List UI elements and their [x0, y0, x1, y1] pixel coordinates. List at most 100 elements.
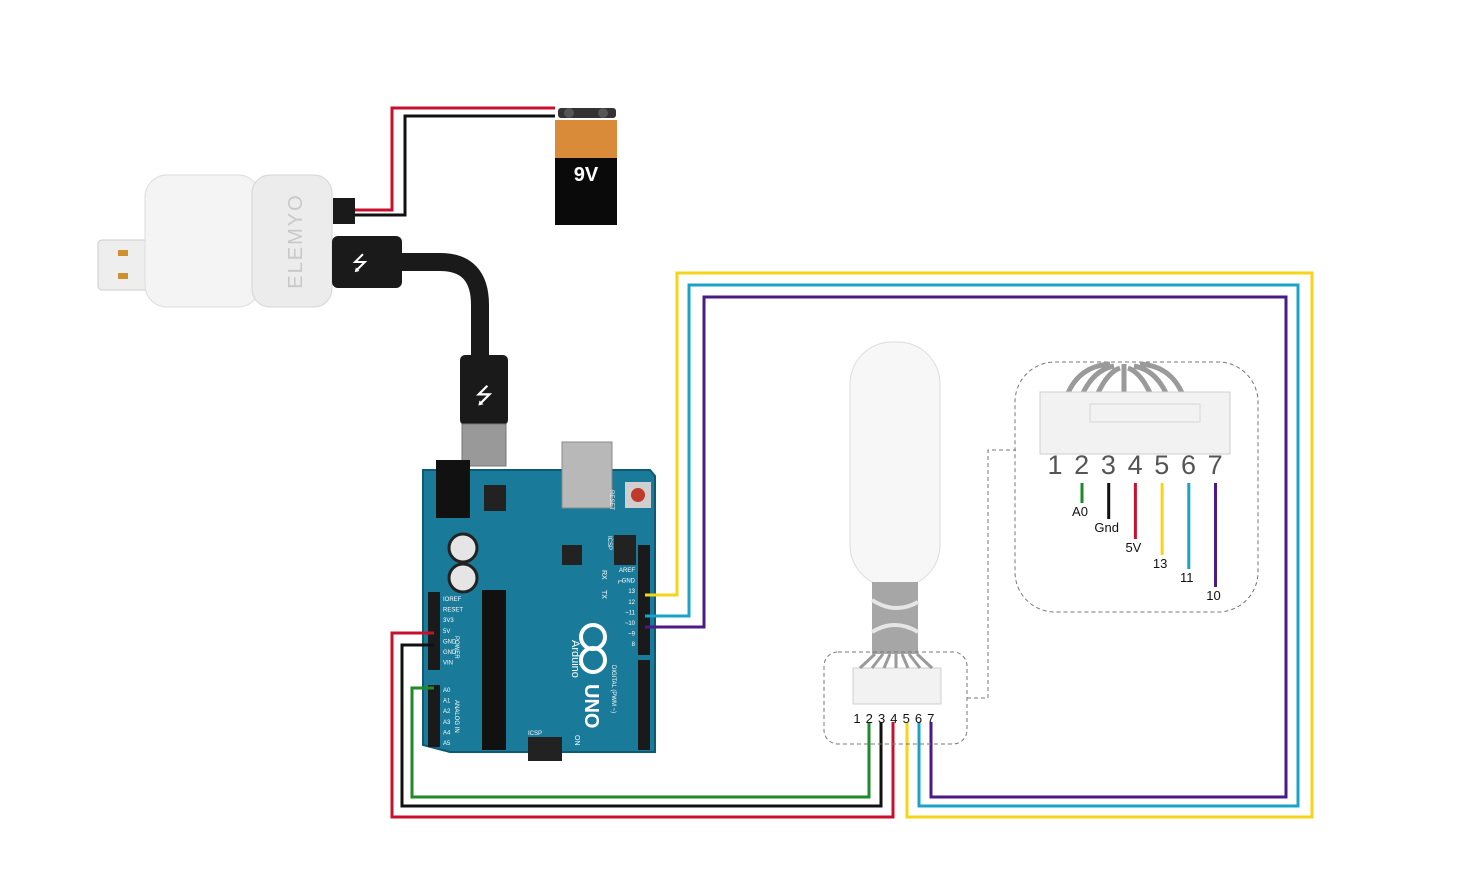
- dongle-brand: ELEMYO: [285, 193, 307, 288]
- connector-housing: [852, 667, 942, 705]
- analog-group-label: ANALOG IN: [453, 700, 459, 733]
- pinout-pin-number: 2: [1074, 450, 1089, 480]
- connector-pin-number: 4: [890, 711, 897, 726]
- connector-pin-number: 7: [927, 711, 934, 726]
- usb-b-icon: ⭍: [475, 384, 493, 409]
- tx-label: TX: [600, 590, 607, 599]
- power-pin-label: 3V3: [443, 618, 454, 624]
- analog-pin-label: A5: [443, 741, 451, 747]
- usb-b-connector: ⭍: [460, 355, 508, 467]
- battery-label: 9V: [574, 164, 599, 186]
- pinout-assignment-label: 10: [1206, 588, 1220, 603]
- arduino-model: UNO: [580, 684, 602, 728]
- pinout-callout-box: [1014, 361, 1259, 613]
- capacitor-1: [447, 532, 479, 564]
- sensor-body: [849, 341, 941, 588]
- icsp2-label: ICSP: [606, 536, 612, 550]
- usb-chip: [562, 545, 582, 565]
- power-pin-label: RESET: [443, 608, 463, 614]
- pinout-pin-number: 7: [1208, 450, 1223, 480]
- sensor-cable: [872, 582, 918, 654]
- reset-label: RESET: [608, 490, 614, 510]
- connector-leads: [858, 652, 934, 670]
- battery-jack: [333, 198, 355, 224]
- usb-contact-2: [118, 273, 128, 279]
- digital-pin-label: 8: [632, 642, 636, 648]
- battery-red-lead: [345, 106, 555, 212]
- digital-pin-label: AREF: [619, 568, 635, 574]
- icsp-header: [528, 737, 562, 761]
- pinout-pin-number: 1: [1047, 450, 1062, 480]
- wire-purple-10: [645, 295, 1288, 799]
- icsp-label: ICSP: [528, 731, 542, 737]
- usb-icon: ⭍: [352, 251, 369, 275]
- power-pin-label: GND: [443, 639, 457, 645]
- reset-button: [631, 488, 645, 502]
- wire-black-gnd: [400, 643, 883, 808]
- battery-terminal-neg: [564, 108, 574, 118]
- pinout-connector-housing: [1039, 391, 1231, 455]
- digital-pin-label: GND: [622, 579, 636, 585]
- connector-pin-number: 1: [853, 711, 860, 726]
- pinout-assignment-label: Gnd: [1094, 520, 1119, 535]
- digital-header-high: [638, 545, 650, 655]
- pinout-pin-number: 5: [1154, 450, 1169, 480]
- connector-pin-number: 2: [866, 711, 873, 726]
- emg-sensor: [849, 341, 941, 654]
- atmega-chip: [482, 590, 506, 750]
- digital-pin-label: ~11: [625, 610, 635, 616]
- usb-b-housing: [460, 355, 508, 425]
- arduino-logo: [579, 623, 607, 674]
- connector-pin-number: 3: [878, 711, 885, 726]
- l-label: L: [616, 580, 623, 584]
- pinout-leads: [1065, 361, 1185, 395]
- power-pin-label: VIN: [443, 661, 453, 667]
- digital-pin-label: 12: [628, 600, 635, 606]
- wire-yellow-13: [645, 271, 1314, 819]
- analog-pin-label: A3: [443, 720, 451, 726]
- power-group-label: POWER: [453, 636, 459, 659]
- pinout-assignment-label: 5V: [1125, 540, 1141, 555]
- usb-b-port: [561, 441, 613, 509]
- pinout-pin-number: 4: [1128, 450, 1143, 480]
- power-pin-label: IOREF: [443, 597, 462, 603]
- digital-group-label: DIGITAL (PWM ~): [610, 665, 616, 713]
- sensor-cable-band-2: [870, 623, 920, 634]
- on-label: ON: [573, 735, 580, 746]
- pinout-assignment-label: A0: [1072, 504, 1088, 519]
- power-pin-label: 5V: [443, 629, 450, 635]
- arduino-uno-board: Arduino UNO TX RX L ON RESET ICSP ICSP D…: [422, 441, 656, 761]
- battery-terminal-pos: [598, 108, 608, 118]
- sensor-cable-band-1: [870, 598, 919, 610]
- usb-b-metal: [461, 423, 507, 467]
- rx-label: RX: [600, 570, 607, 580]
- wire-red-5v: [390, 631, 895, 819]
- power-jack: [436, 460, 470, 518]
- battery-black-lead: [345, 114, 555, 217]
- analog-pin-label: A2: [443, 709, 451, 715]
- digital-pin-label: ~10: [625, 621, 636, 627]
- digital-pin-label: 13: [628, 589, 635, 595]
- pinout-connector-slot: [1089, 403, 1201, 423]
- analog-pin-label: A4: [443, 730, 451, 736]
- wire-cyan-11: [645, 283, 1300, 808]
- digital-pin-label: ~9: [628, 632, 636, 638]
- dongle-body-right: [251, 174, 333, 308]
- analog-header: [428, 685, 440, 747]
- logo-infinity-right: [579, 646, 607, 674]
- usb-contact-1: [118, 250, 128, 256]
- pinout-assignment-label: 11: [1180, 570, 1194, 585]
- regulator: [484, 485, 506, 511]
- pinout-pin-number: 3: [1101, 450, 1116, 480]
- wire-green-a0: [410, 686, 871, 799]
- connector-pin-number: 6: [915, 711, 922, 726]
- board-pcb: [422, 469, 656, 753]
- power-pin-label: GND: [443, 650, 457, 656]
- connector-pin-number: 5: [903, 711, 910, 726]
- arduino-logo-text: Arduino: [569, 640, 581, 678]
- usb-cable: [400, 253, 489, 360]
